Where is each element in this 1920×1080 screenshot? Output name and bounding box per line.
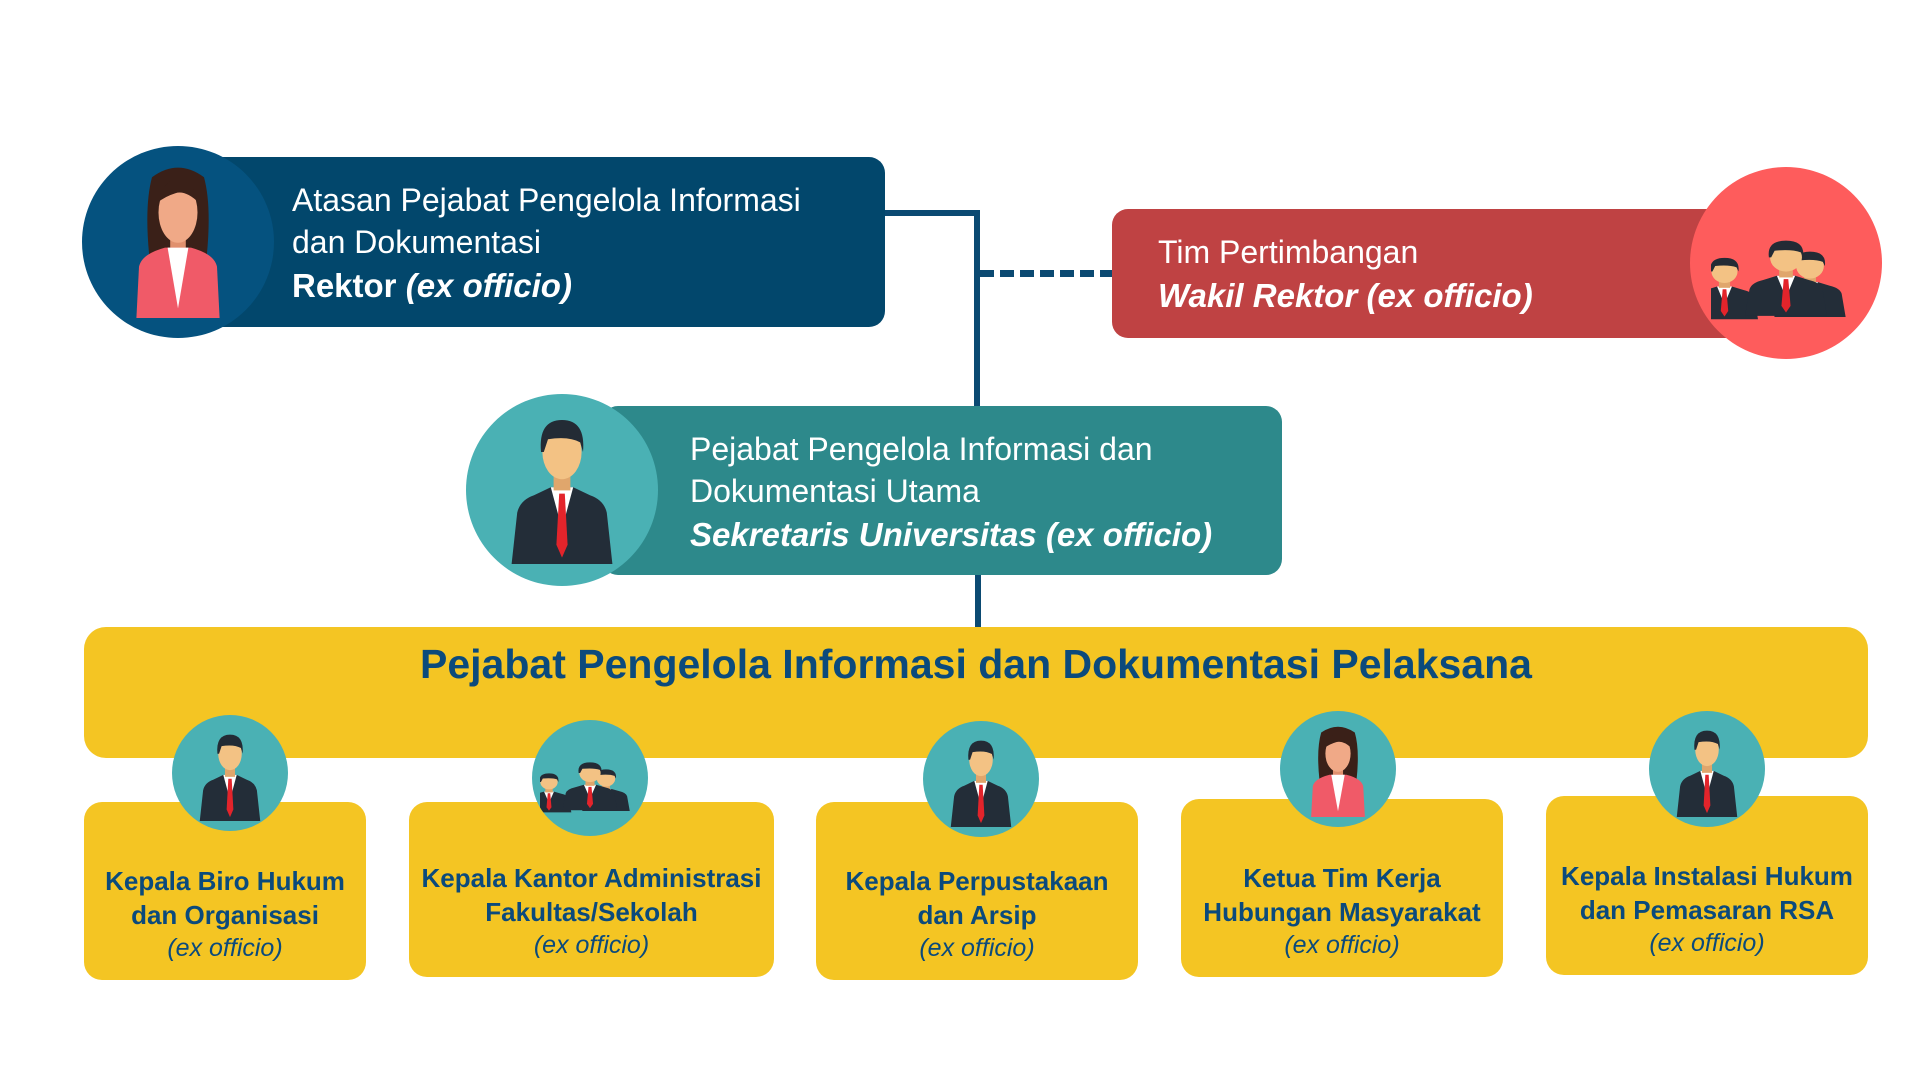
member-note: (ex officio) (919, 934, 1035, 962)
member-note: (ex officio) (533, 931, 650, 959)
tim-box: Tim Pertimbangan Wakil Rektor (ex offici… (1112, 209, 1772, 338)
member-note: (ex officio) (167, 934, 283, 962)
member-line1: Kepala Kantor Administrasi (421, 863, 762, 893)
female-person-icon (1296, 721, 1380, 817)
utama-avatar (466, 394, 658, 586)
atasan-box: Atasan Pejabat Pengelola Informasi dan D… (184, 157, 885, 327)
male-person-icon (492, 404, 632, 564)
member-line2: Hubungan Masyarakat (1203, 897, 1481, 927)
tim-avatar (1690, 167, 1882, 359)
member-note: (ex officio) (1284, 931, 1400, 959)
utama-box: Pejabat Pengelola Informasi dan Dokument… (602, 406, 1282, 575)
member-line1: Kepala Perpustakaan (845, 866, 1109, 896)
group-people-icon (1711, 218, 1861, 328)
atasan-role-note: (ex officio) (405, 267, 572, 304)
member-avatar (1280, 711, 1396, 827)
member-card: Kepala Biro Hukum dan Organisasi (ex offic… (84, 802, 366, 980)
connector-atasan (880, 210, 980, 216)
member-card: Kepala Instalasi Hukum dan Pemasaran RSA (… (1546, 796, 1868, 975)
member-avatar (1649, 711, 1765, 827)
female-person-icon (113, 158, 243, 318)
connector-vertical-main (974, 210, 980, 410)
pelaksana-title: Pejabat Pengelola Informasi dan Dokument… (420, 641, 1532, 687)
member-avatar (923, 721, 1039, 837)
connector-to-pelaksana (975, 570, 981, 632)
tim-role: Wakil Rektor (ex officio) (1158, 277, 1533, 314)
member-line2: dan Organisasi (131, 900, 319, 930)
atasan-line2: dan Dokumentasi (292, 224, 542, 260)
atasan-line1: Atasan Pejabat Pengelola Informasi (292, 182, 801, 218)
connector-dashed-tim (980, 270, 1114, 277)
member-line2: Fakultas/Sekolah (485, 897, 698, 927)
male-person-icon (1665, 721, 1749, 817)
member-note: (ex officio) (1649, 929, 1765, 957)
utama-line1: Pejabat Pengelola Informasi dan (690, 431, 1153, 467)
member-line1: Kepala Instalasi Hukum (1561, 861, 1853, 891)
atasan-avatar (82, 146, 274, 338)
member-line2: dan Pemasaran RSA (1579, 895, 1835, 925)
utama-role: Sekretaris Universitas (ex officio) (690, 516, 1213, 553)
tim-line1: Tim Pertimbangan (1158, 234, 1419, 270)
member-avatar (172, 715, 288, 831)
member-line1: Kepala Biro Hukum (105, 866, 345, 896)
male-person-icon (188, 725, 272, 821)
member-line1: Ketua Tim Kerja (1243, 863, 1441, 893)
male-person-icon (939, 731, 1023, 827)
atasan-role: Rektor (292, 267, 397, 304)
utama-line2: Dokumentasi Utama (690, 473, 980, 509)
member-avatar (532, 720, 648, 836)
member-line2: dan Arsip (917, 900, 1037, 930)
group-people-icon (540, 748, 640, 818)
